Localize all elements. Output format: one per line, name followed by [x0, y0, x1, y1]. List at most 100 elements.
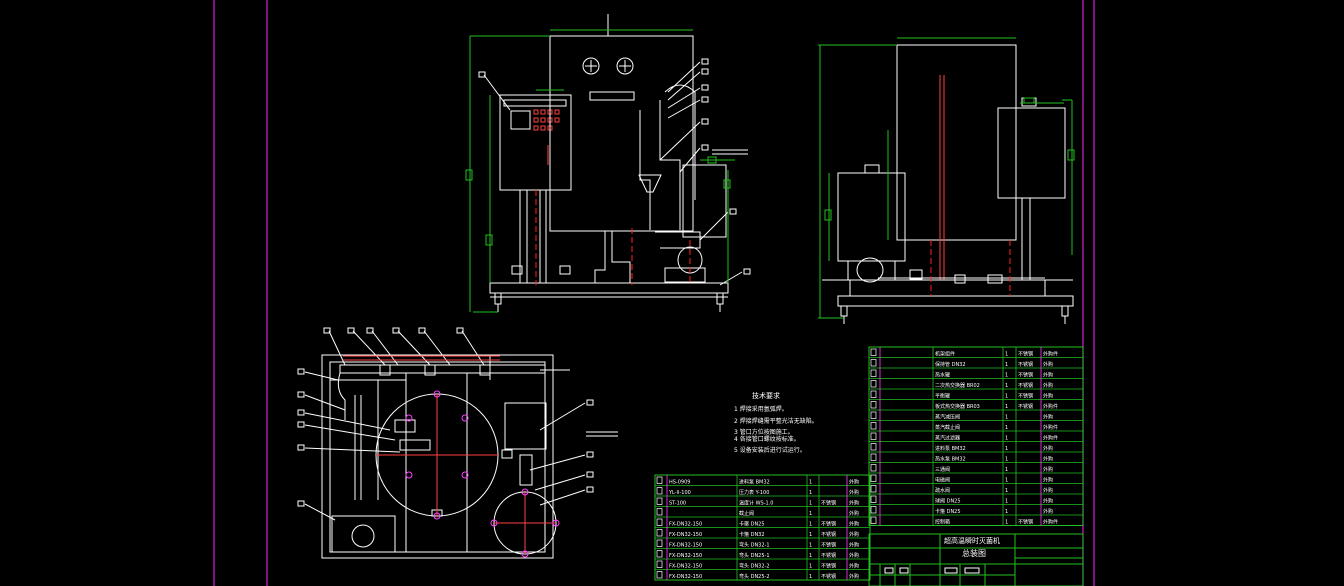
bom-right-cell: 外购: [1043, 382, 1053, 389]
bom-right-cell: 不锈钢: [1018, 351, 1033, 358]
bom-left-cell: 温度计 WS-1.0: [739, 500, 773, 507]
valve-front-b: [559, 265, 571, 275]
bom-left-cell: ST-100: [669, 501, 686, 507]
bom-right-cell: 外购件: [1043, 424, 1058, 431]
pressure-gauge-2: [616, 57, 634, 75]
gauge-2-needle: [619, 60, 631, 72]
front-center-lines: [535, 190, 691, 285]
bom-right-cell: 不锈钢: [1018, 393, 1033, 400]
bom-right-cell: 电磁阀: [935, 477, 950, 484]
bom-right-cell: 外购件: [1043, 519, 1058, 526]
bom-right-index-cell: [870, 422, 877, 430]
bom-right-index-cell: [870, 474, 877, 482]
technical-notes: 技术要求 1 焊接采用氩弧焊。 2 焊接焊缝需平整光洁无缺陷。 3 管口方位按图…: [734, 391, 818, 454]
bom-right-cell: 1: [1005, 478, 1008, 484]
bom-left-cell: 不锈钢: [821, 563, 836, 570]
bom-left-cell: 卡箍 DN25: [739, 521, 765, 528]
bom-left-index-cell: [656, 529, 663, 537]
note-item-2: 2 焊接焊缝需平整光洁无缺陷。: [734, 417, 818, 425]
bom-left-cell: FX-DN32-150: [669, 543, 702, 549]
pressure-gauge-1: [582, 57, 600, 75]
drawing-frame: [213, 0, 1095, 586]
side-pump: [856, 257, 884, 283]
bom-left-cell: FX-DN32-150: [669, 564, 702, 570]
front-dimensions: [465, 29, 735, 313]
bom-left-cell: 1: [809, 553, 812, 559]
bom-left-cell: 进料泵 BM32: [739, 479, 770, 486]
hot-water-tank: [682, 164, 727, 238]
bom-right-cell: 1: [1005, 488, 1008, 494]
bom-right-cell: 热水罐: [935, 372, 950, 379]
bom-left-index-cell: [656, 508, 663, 516]
plan-red-piping: [343, 355, 556, 554]
bom-left-cell: FX-DN32-150: [669, 553, 702, 559]
bom-right-cell: 外购: [1043, 456, 1053, 463]
plan-header-pipe: [339, 364, 546, 374]
bom-left-cell: 弯头 DN25-1: [739, 552, 770, 559]
plan-view: [297, 327, 618, 559]
side-balance-tank: [837, 172, 906, 262]
cabinet-header-strip: [503, 99, 567, 107]
note-item-3: 3 管口方位按图施工。: [734, 428, 794, 436]
bom-left-index-cell: [656, 571, 663, 579]
bom-left-cell: 外购: [849, 500, 859, 507]
bom-right-cell: 1: [1005, 383, 1008, 389]
bom-right-index-cell: [870, 464, 877, 472]
bom-right-cell: 1: [1005, 394, 1008, 400]
bom-left-cell: 不锈钢: [821, 552, 836, 559]
side-center-lines: [930, 240, 1011, 296]
bom-right-cell: 平衡罐: [935, 393, 950, 400]
bom-right-cell: 外购: [1043, 498, 1053, 505]
bom-right-cell: 外购件: [1043, 403, 1058, 410]
bom-right-index-cell: [870, 401, 877, 409]
bom-right-cell: 板式热交换器 BR03: [935, 403, 980, 410]
bom-right-index-cell: [870, 516, 877, 524]
bom-left-cell: 外购: [849, 542, 859, 549]
bom-right-index-cell: [870, 432, 877, 440]
bom-left-cell: 1: [809, 532, 812, 538]
base-frame: [489, 282, 729, 294]
bom-right-index-cell: [870, 359, 877, 367]
side-valves: [909, 269, 1003, 284]
bom-left-cell: FX-DN32-150: [669, 532, 702, 538]
bom-right-cell: 1: [1005, 436, 1008, 442]
bom-left-index-cell: [656, 560, 663, 568]
side-base-frame: [837, 295, 1074, 307]
bom-left-cell: 不锈钢: [821, 531, 836, 538]
bom-right-cell: 控制箱: [935, 519, 950, 526]
bom-right-cell: 蒸汽截止阀: [935, 424, 960, 431]
front-view-leaders: [478, 58, 751, 286]
control-cabinet: [499, 94, 572, 191]
bom-right-cell: 外购: [1043, 393, 1053, 400]
bom-left-cell: 外购: [849, 489, 859, 496]
title-product-name: 超高温瞬时灭菌机: [944, 536, 1000, 545]
bom-left-cell: 1: [809, 511, 812, 517]
balance-tank-funnel: [638, 174, 662, 193]
bom-right-index-cell: [870, 390, 877, 398]
bom-right-cell: 二次热交换器 BR02: [935, 382, 980, 389]
bom-right-cell: 球阀 DN25: [935, 498, 961, 505]
plan-motor-box: [331, 515, 396, 553]
gauge-1-needle: [585, 60, 597, 72]
bom-left-index-cell: [656, 476, 663, 484]
side-main-housing: [896, 44, 1017, 241]
bom-right-cell: 不锈钢: [1018, 403, 1033, 410]
bom-left-cell: 外购: [849, 521, 859, 528]
bom-right-index-cell: [870, 443, 877, 451]
plan-leaders: [297, 327, 618, 521]
bom-left-cell: 外购: [849, 563, 859, 570]
